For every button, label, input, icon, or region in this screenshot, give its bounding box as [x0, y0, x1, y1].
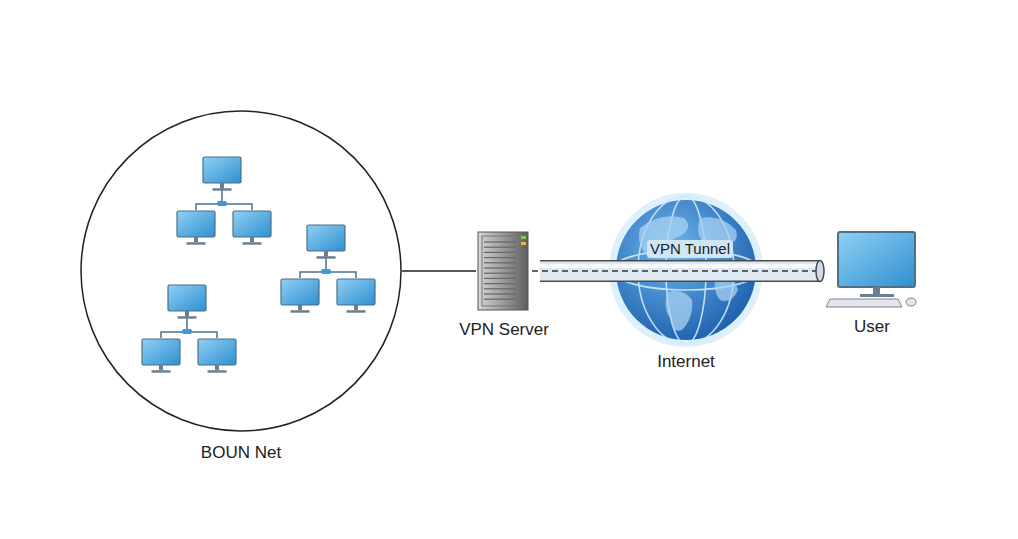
- node-label: BOUN Net: [80, 443, 402, 463]
- vpn-tunnel: [532, 261, 824, 282]
- computer-icon: [281, 279, 319, 313]
- computer-icon: [233, 211, 271, 245]
- tunnel-label: VPN Tunnel: [647, 240, 733, 258]
- network-circle: BOUN Net: [80, 110, 402, 467]
- user-computer: User: [824, 230, 920, 341]
- computer-icon: [203, 157, 241, 191]
- computer-icon: [198, 339, 236, 373]
- computer-icon: [307, 225, 345, 259]
- computer-icon: [177, 211, 215, 245]
- network-link: [402, 271, 476, 272]
- node-label: User: [824, 317, 920, 337]
- server-icon-graphic: [476, 230, 532, 312]
- globe-icon: Internet: [608, 192, 764, 376]
- server-icon: VPN Server: [455, 230, 553, 344]
- user-computer-graphic: [824, 230, 920, 310]
- lan-cluster: [177, 157, 271, 245]
- computer-icon: [168, 285, 206, 319]
- network-circle-graphic: [80, 110, 402, 432]
- network-outline: [81, 111, 401, 431]
- lan-cluster: [142, 285, 236, 373]
- lan-cluster: [281, 225, 375, 313]
- node-label: Internet: [608, 352, 764, 372]
- computer-icon: [337, 279, 375, 313]
- node-label: VPN Server: [455, 320, 553, 340]
- computer-icon: [142, 339, 180, 373]
